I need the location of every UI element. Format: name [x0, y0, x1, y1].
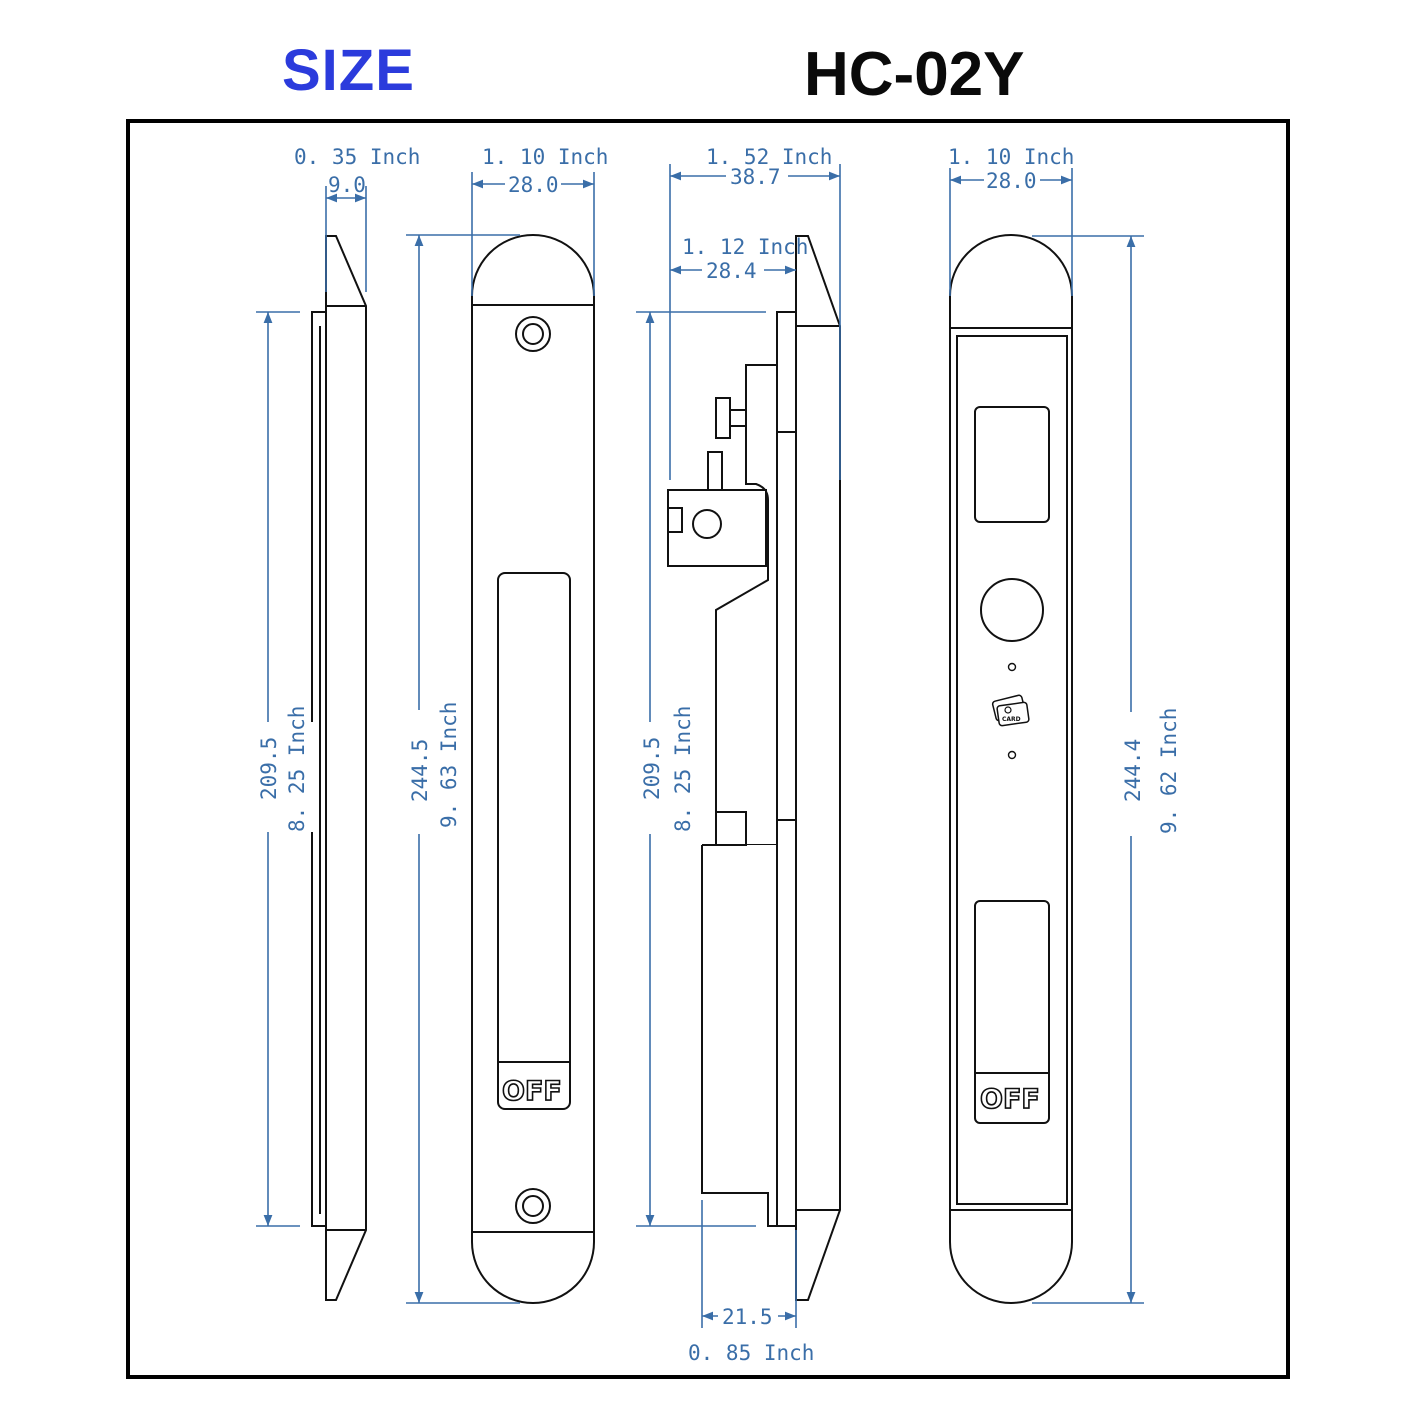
side-body-depth-mm: 38.7: [730, 165, 781, 189]
front-plate-height-mm: 244.5: [408, 739, 432, 802]
card-label: CARD: [1002, 716, 1021, 723]
view-front-panel: CARD OFF 1. 10 Inch 28.0 244.4 9. 62 Inc…: [948, 145, 1184, 1304]
fingerprint-sensor: [980, 578, 1044, 642]
side-body-inner-mm: 28.4: [706, 259, 757, 283]
view-side-body: 1. 52 Inch 38.7 1. 12 Inch 28.4 209.5 8.…: [634, 145, 841, 1365]
front-panel-height-inch: 9. 62 Inch: [1157, 708, 1181, 834]
front-plate-height-inch: 9. 63 Inch: [437, 702, 461, 828]
side-thin-width-mm: 9.0: [328, 173, 366, 197]
side-body-inner-inch: 1. 12 Inch: [682, 235, 808, 259]
side-body-depth-inch: 1. 52 Inch: [706, 145, 832, 169]
drawing-frame: [126, 119, 1290, 1379]
front-panel-width-mm: 28.0: [986, 169, 1037, 193]
view-side-thin: 0. 35 Inch 9.0 209.5 8. 25 Inch: [252, 145, 420, 1301]
front-panel-height-mm: 244.4: [1121, 739, 1145, 802]
side-thin-height-mm: 209.5: [257, 737, 281, 800]
size-title: SIZE: [282, 38, 415, 103]
view-front-plate: OFF 1. 10 Inch 28.0 244.5 9. 63 Inch: [402, 145, 608, 1304]
front-plate-off-label: OFF: [502, 1076, 562, 1107]
side-body-bottom-mm: 21.5: [722, 1305, 773, 1329]
front-plate-width-mm: 28.0: [508, 173, 559, 197]
side-body-bottom-inch: 0. 85 Inch: [688, 1341, 814, 1365]
side-thin-height-inch: 8. 25 Inch: [285, 706, 309, 832]
side-thin-width-inch: 0. 35 Inch: [294, 145, 420, 169]
side-body-height-mm: 209.5: [640, 737, 664, 800]
model-title: HC-02Y: [804, 40, 1025, 109]
side-body-height-inch: 8. 25 Inch: [671, 706, 695, 832]
front-plate-width-inch: 1. 10 Inch: [482, 145, 608, 169]
front-panel-width-inch: 1. 10 Inch: [948, 145, 1074, 169]
card-reader-icon: CARD: [991, 694, 1030, 727]
front-panel-off-label: OFF: [980, 1084, 1040, 1115]
